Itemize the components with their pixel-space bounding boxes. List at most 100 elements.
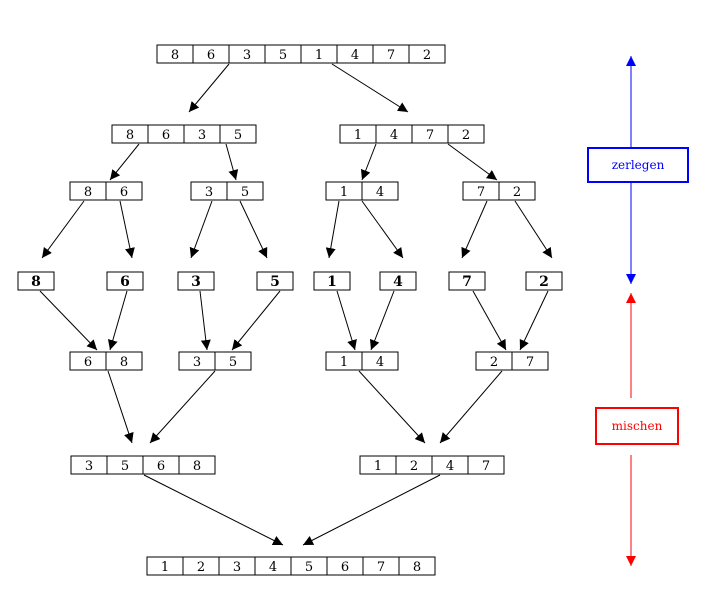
array-cell-value: 5 [270,274,280,290]
array-cell-value: 4 [390,128,398,143]
arrows [39,63,553,546]
flow-arrow [360,143,377,181]
array-cell-value: 6 [157,459,165,474]
array-cell-value: 6 [120,274,130,290]
array-cell-value: 7 [387,48,395,63]
flow-arrow [472,290,507,351]
array-cell-value: 3 [191,274,201,290]
array-cell-value: 1 [340,355,348,370]
flow-arrow [199,290,211,351]
flow-arrow [439,370,503,444]
array-box: 7 [448,271,486,291]
array-box-frame [313,271,351,291]
array-cell-value: 2 [490,355,498,370]
array-box: 5 [256,271,294,291]
array-box: 6 [106,271,144,291]
flow-arrow [447,143,498,181]
flow-arrow [107,370,134,444]
flow-arrow [39,290,98,351]
array-cell-value: 5 [234,128,242,143]
flow-arrow [119,200,135,259]
array-cell-value: 6 [120,185,128,200]
array-cell-value: 6 [341,560,349,575]
array-box-frame [256,271,294,291]
array-box-frame [379,271,417,291]
array-box: 8 6 3 5 [111,124,257,144]
split-label-box [587,147,689,183]
array-cell-value: 1 [354,128,362,143]
flow-arrow [189,200,213,259]
array-cell-value: 1 [374,459,382,474]
array-cell-value: 1 [327,274,337,290]
array-box: 8 [17,271,55,291]
array-cell-value: 8 [126,128,134,143]
flow-arrow [519,290,549,351]
flow-arrow [358,370,426,444]
array-cell-value: 4 [446,459,454,474]
flow-arrow [369,290,395,351]
array-cell-value: 2 [423,48,431,63]
array-cell-value: 4 [351,48,359,63]
array-box: 1 [313,271,351,291]
array-cell-value: 7 [526,355,534,370]
array-cell-value: 2 [410,459,418,474]
array-cell-value: 3 [205,185,213,200]
array-box: 3 [177,271,215,291]
array-cell-value: 6 [207,48,215,63]
merge-legend: mischen [595,293,679,566]
merge-label-box [595,407,679,445]
flow-arrow [331,63,409,113]
array-cell-value: 5 [121,459,129,474]
array-cell-value: 7 [377,560,385,575]
array-box-frame [525,271,563,291]
array-box-frame [177,271,215,291]
array-cell-value: 3 [233,560,241,575]
array-cell-value: 8 [171,48,179,63]
flow-arrow [461,200,488,259]
array-cell-value: 5 [305,560,313,575]
array-box: 4 [379,271,417,291]
array-cell-value: 5 [279,48,287,63]
array-cell-value: 4 [376,355,384,370]
array-cell-value: 3 [198,128,206,143]
array-cell-value: 1 [340,185,348,200]
array-cell-value: 4 [393,274,403,290]
array-cell-value: 1 [161,560,169,575]
array-cell-value: 6 [162,128,170,143]
array-cell-value: 2 [539,274,549,290]
flow-arrow [336,290,357,351]
array-cell-value: 2 [513,185,521,200]
array-cell-value: 2 [462,128,470,143]
array-cell-value: 8 [31,274,41,290]
flow-arrow [361,200,404,259]
array-cell-value: 7 [477,185,485,200]
array-box: 8 6 3 5 1 4 7 2 [156,44,446,64]
array-cell-value: 3 [193,355,201,370]
array-cell-value: 5 [241,185,249,200]
array-cell-value: 8 [120,355,128,370]
array-cell-value: 4 [269,560,277,575]
array-cell-value: 8 [84,185,92,200]
flow-arrow [302,474,441,546]
flow-arrow [225,143,239,181]
array-box: 2 [525,271,563,291]
array-cell-value: 5 [229,355,237,370]
array-cell-value: 7 [462,274,472,290]
array-cell-value: 3 [243,48,251,63]
flow-arrow [149,370,216,444]
array-cell-value: 8 [413,560,421,575]
array-cell-value: 1 [315,48,323,63]
flow-arrow [514,200,553,259]
array-box-frame [106,271,144,291]
array-cell-value: 7 [482,459,490,474]
